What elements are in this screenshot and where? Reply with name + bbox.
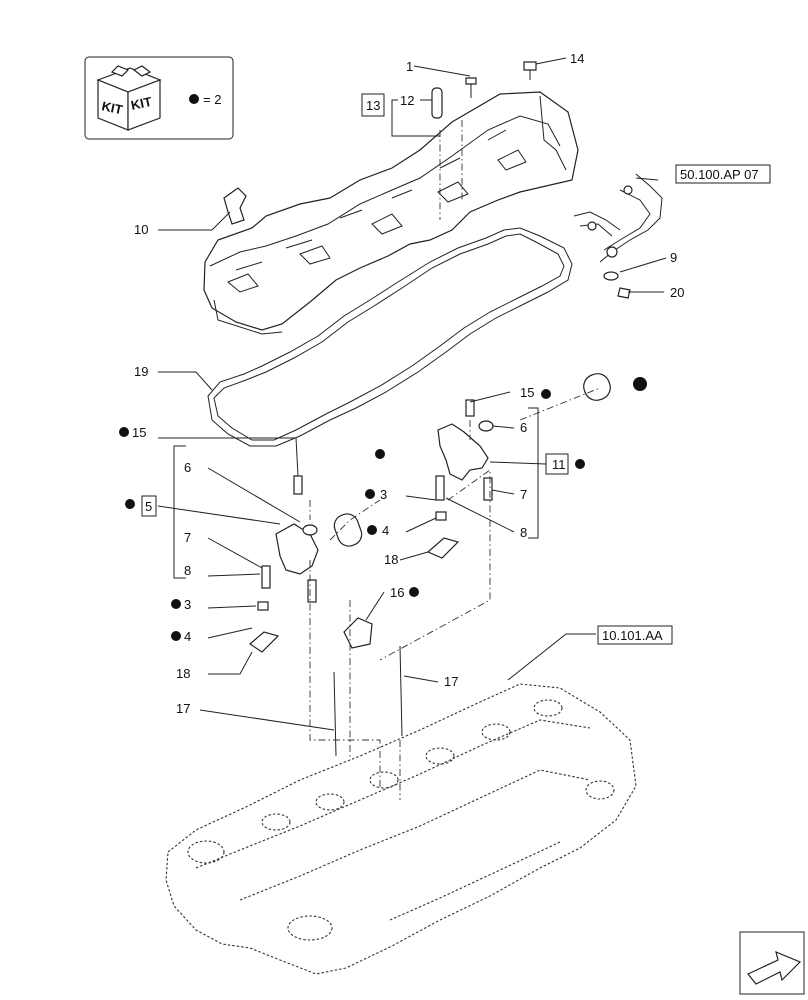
- kit-legend-text: = 2: [203, 92, 221, 107]
- kit-box-icon: KIT KIT: [96, 65, 162, 131]
- callout-13: 13: [366, 98, 380, 113]
- kit-dot-icon: [189, 94, 199, 104]
- callout-20: 20: [670, 285, 684, 300]
- kit-text-left: KIT: [100, 98, 124, 117]
- injector-harness: [573, 173, 663, 299]
- callout-16: 16: [390, 585, 404, 600]
- top-hardware: [431, 61, 537, 119]
- gasket: [207, 227, 573, 447]
- kit-text-right: KIT: [130, 94, 154, 113]
- valve-cover: [203, 91, 579, 335]
- callout-7-right: 7: [520, 487, 527, 502]
- callout-8-right: 8: [520, 525, 527, 540]
- alignment-lines: [309, 120, 601, 800]
- callout-6-right: 6: [520, 420, 527, 435]
- rocker-left: [249, 475, 373, 653]
- bracket-10: [223, 187, 247, 225]
- callout-10: 10: [134, 222, 148, 237]
- callout-18-top: 18: [384, 552, 398, 567]
- ref-box-50-100[interactable]: 50.100.AP 07: [675, 164, 771, 184]
- callout-9: 9: [670, 250, 677, 265]
- callout-12: 12: [400, 93, 414, 108]
- leader-lines: [157, 57, 667, 731]
- next-page-arrow-icon[interactable]: [739, 931, 805, 995]
- callout-18-left: 18: [176, 666, 190, 681]
- callout-17-right: 17: [444, 674, 458, 689]
- kit-markers: [119, 377, 647, 641]
- ref-box-10-101[interactable]: 10.101.AA: [597, 625, 673, 645]
- ref-50-100-text[interactable]: 50.100.AP 07: [680, 167, 759, 182]
- kit-legend: KIT KIT = 2: [84, 56, 234, 140]
- callout-4-top: 4: [382, 523, 389, 538]
- callout-labels: 1 14 13 12 10 9 20 19 15 15 6 6 11 5 3 3…: [132, 51, 684, 716]
- ref-10-101-text[interactable]: 10.101.AA: [602, 628, 663, 643]
- cylinder-head: [165, 683, 637, 975]
- callout-1: 1: [406, 59, 413, 74]
- callout-19: 19: [134, 364, 148, 379]
- callout-3-top: 3: [380, 487, 387, 502]
- callout-7-left: 7: [184, 530, 191, 545]
- callout-6-left: 6: [184, 460, 191, 475]
- callout-15-left: 15: [132, 425, 146, 440]
- callout-5: 5: [145, 499, 152, 514]
- rocker-right: [426, 373, 611, 559]
- callout-8-left: 8: [184, 563, 191, 578]
- callout-3-left: 3: [184, 597, 191, 612]
- callout-14: 14: [570, 51, 584, 66]
- callout-17-left: 17: [176, 701, 190, 716]
- callout-15-right: 15: [520, 385, 534, 400]
- callout-11: 11: [552, 457, 566, 472]
- callout-4-left: 4: [184, 629, 191, 644]
